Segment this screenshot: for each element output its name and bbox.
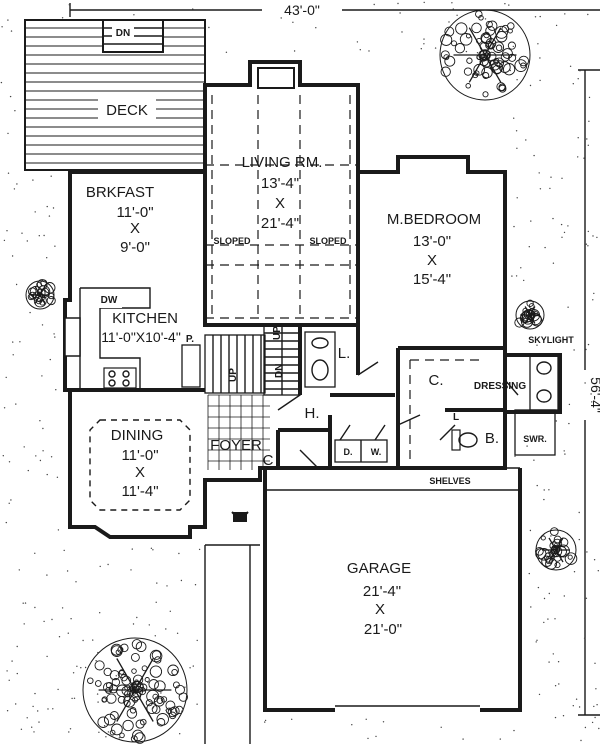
bedroom-name: M.BEDROOM xyxy=(387,211,481,228)
bedroom-length: 15'-4" xyxy=(413,271,451,288)
bath-linen-label: L xyxy=(453,412,459,423)
bath-label: B. xyxy=(485,430,499,447)
kitchen-size: 11'-0"X10'-4" xyxy=(101,329,181,345)
hall-label: H. xyxy=(305,405,320,422)
dining-width: 11'-0" xyxy=(121,447,158,464)
dining-length: 11'-4" xyxy=(121,483,158,500)
dressing-label: DRESSING xyxy=(474,381,526,392)
garage-x: X xyxy=(375,601,385,618)
doors xyxy=(89,361,519,744)
living-room-name: LIVING RM. xyxy=(242,154,323,171)
tree-bottom-left xyxy=(82,637,188,744)
dishwasher-label: DW xyxy=(101,295,118,306)
closet-label: C. xyxy=(429,372,444,389)
garage-name: GARAGE xyxy=(347,560,411,577)
sloped-right-label: SLOPED xyxy=(309,236,347,246)
dryer-label: D. xyxy=(344,447,353,457)
shower-label: SWR. xyxy=(523,434,547,444)
skylight-label: SKYLIGHT xyxy=(528,335,574,345)
tree-top-right xyxy=(439,9,531,101)
dimension-lines: 43'-0" 56'-4" xyxy=(69,2,600,716)
living-dashed-lines xyxy=(205,95,358,319)
kitchen-counters: DW P. xyxy=(64,287,201,389)
bedroom-x: X xyxy=(427,252,437,269)
shrub-left xyxy=(25,279,56,310)
brkfast-width: 11'-0" xyxy=(116,204,153,221)
shrub-right xyxy=(514,299,545,330)
brkfast-x: X xyxy=(130,220,140,237)
garage-width: 21'-4" xyxy=(363,583,401,600)
linen-label: L. xyxy=(338,345,351,362)
stairs: UP UP DN xyxy=(204,324,301,396)
deck-stair-label: DN xyxy=(116,28,130,39)
dining-name: DINING xyxy=(111,427,164,444)
stair-dn-label: DN xyxy=(274,364,285,378)
sloped-left-label: SLOPED xyxy=(213,236,251,246)
pantry-label: P. xyxy=(186,334,194,345)
shelves-label: SHELVES xyxy=(429,476,470,486)
foyer-tile xyxy=(207,394,270,470)
living-room-length: 21'-4" xyxy=(261,215,299,232)
shrub-right-2 xyxy=(535,527,578,571)
deck-label: DECK xyxy=(106,102,148,119)
kitchen-name: KITCHEN xyxy=(112,310,178,327)
exterior-walls xyxy=(63,60,562,712)
dining-x: X xyxy=(135,464,145,481)
room-labels: LIVING RM. 13'-4" X 21'-4" SLOPED SLOPED… xyxy=(86,154,574,638)
washer-label: W. xyxy=(371,447,382,457)
living-room-x: X xyxy=(275,195,285,212)
bedroom-width: 13'-0" xyxy=(413,233,451,250)
garage-length: 21'-0" xyxy=(364,621,402,638)
foyer-closet-label: C xyxy=(263,452,274,469)
brkfast-name: BRKFAST xyxy=(86,184,154,201)
overall-width-label: 43'-0" xyxy=(284,2,320,18)
stair-up-label-2: UP xyxy=(272,326,283,340)
overall-depth-label: 56'-4" xyxy=(588,377,600,413)
deck: DN DECK xyxy=(24,19,206,171)
foyer-name: FOYER xyxy=(210,437,262,454)
living-room-width: 13'-4" xyxy=(261,175,299,192)
brkfast-length: 9'-0" xyxy=(120,239,150,256)
bath-fixtures xyxy=(304,331,559,463)
stair-up-label-1: UP xyxy=(228,368,239,382)
